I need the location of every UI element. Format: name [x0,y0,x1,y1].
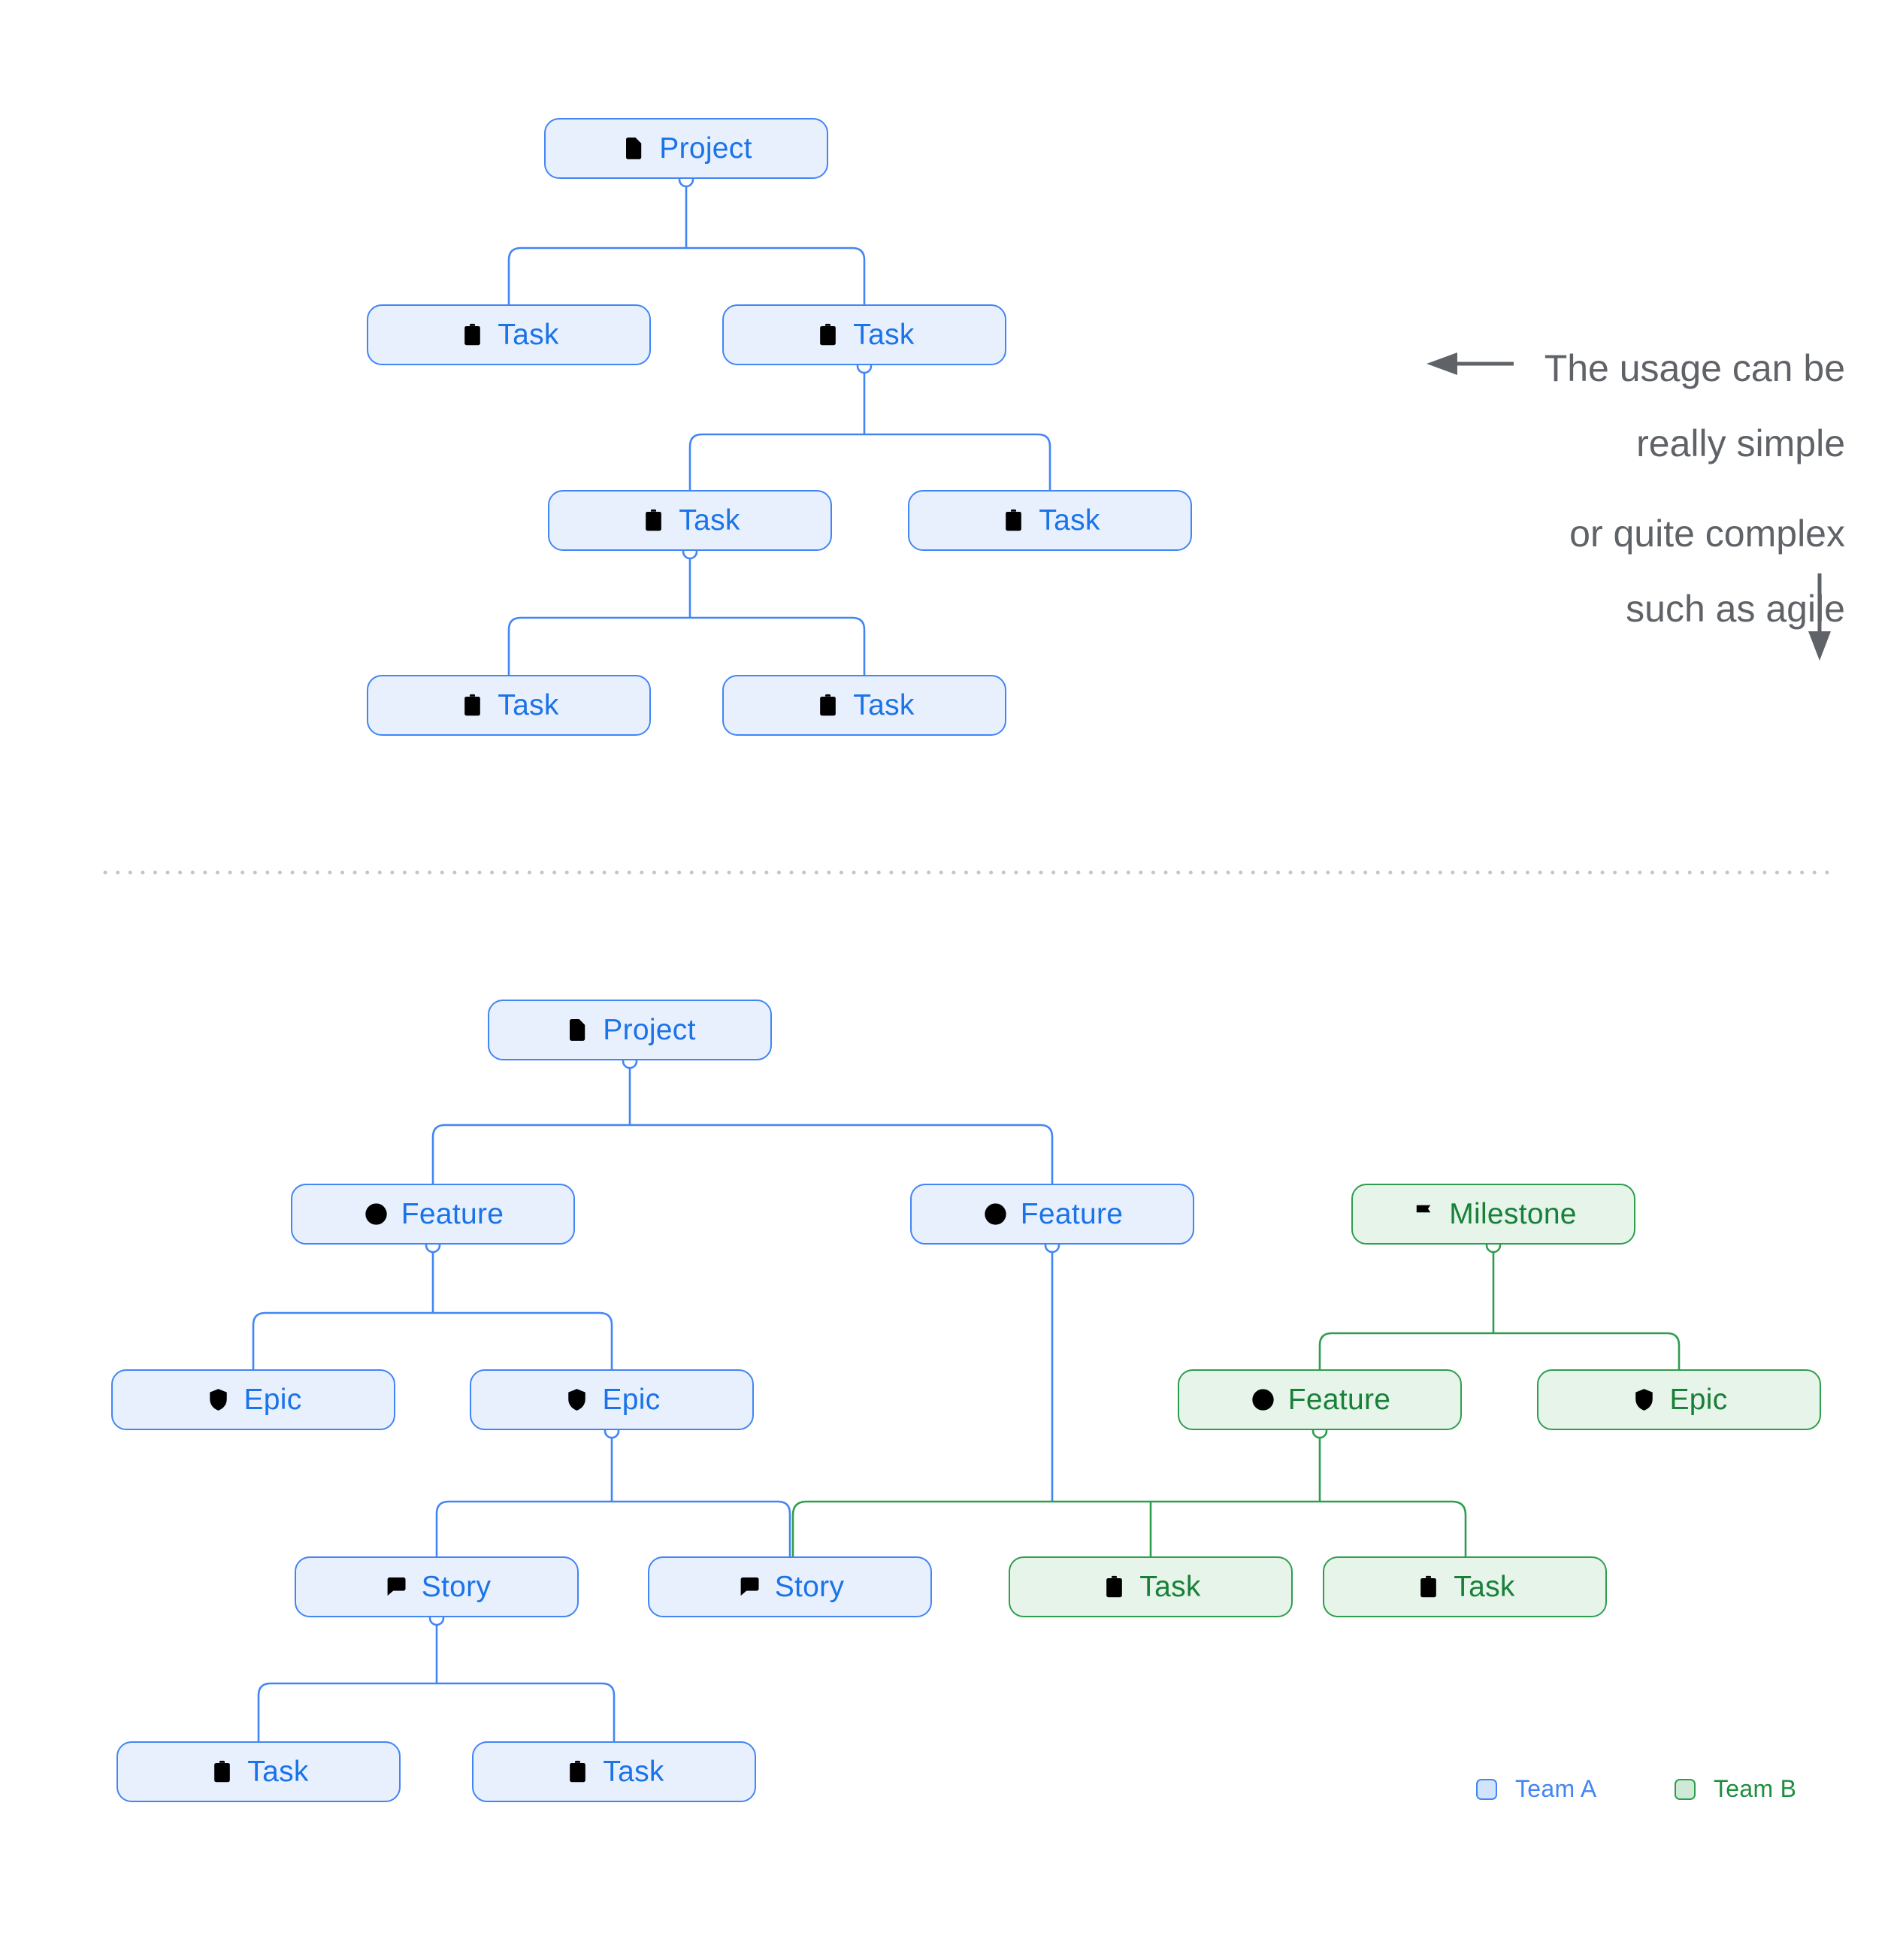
node-label: Task [603,1755,664,1788]
node-complex-feature-3: Feature [1178,1369,1462,1430]
legend-label-team-a: Team A [1515,1775,1597,1802]
connector-sproject-children [507,247,866,304]
node-simple-task-4: Task [908,490,1192,551]
legend-item-team-b: Team B [1675,1775,1796,1803]
connector-cstory1-children [257,1682,616,1741]
connector-cmilestone-children [1318,1332,1681,1369]
document-icon [620,135,648,162]
node-complex-task-g1: Task [1009,1556,1293,1617]
node-simple-task-5: Task [367,675,651,736]
node-complex-story-2: Story [648,1556,932,1617]
clipboard-check-icon [814,691,842,719]
team-b-swatch [1675,1778,1696,1800]
shield-check-icon [1630,1386,1658,1414]
node-simple-task-3: Task [548,490,832,551]
story-bubble-icon [383,1573,410,1601]
annotation-line: or quite complex [1569,513,1845,555]
legend-item-team-a: Team A [1476,1775,1597,1803]
node-label: Feature [1020,1197,1124,1230]
node-label: Story [774,1570,845,1603]
node-label: Project [603,1013,696,1046]
flag-icon [1410,1200,1438,1228]
annotation-line: such as agile [1626,588,1845,630]
team-a-swatch [1476,1778,1497,1800]
node-label: Task [1139,1570,1201,1603]
clipboard-check-icon [1414,1573,1442,1601]
story-bubble-icon [736,1573,764,1601]
node-label: Epic [602,1383,661,1416]
clipboard-check-icon [208,1758,236,1786]
node-label: Epic [244,1383,302,1416]
node-complex-task-b1: Task [116,1741,401,1802]
legend-label-team-b: Team B [1714,1775,1797,1802]
star-circle-icon [982,1200,1009,1228]
node-label: Task [853,688,915,721]
connector-cfeature3-children [791,1500,1467,1556]
node-label: Task [1039,504,1100,537]
shield-check-icon [204,1386,232,1414]
connector-cfeature1-children [252,1311,613,1369]
annotation-simple: The usage can be really simple [1544,331,1845,481]
node-label: Task [498,688,559,721]
node-complex-feature-2: Feature [910,1184,1194,1245]
clipboard-check-icon [458,321,486,349]
node-complex-feature-1: Feature [291,1184,575,1245]
node-complex-epic-2: Epic [470,1369,754,1430]
node-label: Project [659,132,752,165]
node-simple-task-1: Task [367,304,651,365]
node-complex-project: Project [488,1000,772,1060]
node-label: Task [679,504,740,537]
connector-cproject-children [431,1124,1054,1184]
node-complex-task-g2: Task [1323,1556,1607,1617]
node-complex-milestone: Milestone [1351,1184,1635,1245]
node-complex-task-b2: Task [472,1741,756,1802]
connector-stask3-children [507,616,866,675]
clipboard-check-icon [814,321,842,349]
star-circle-icon [1249,1386,1277,1414]
clipboard-check-icon [1100,1573,1128,1601]
node-complex-epic-1: Epic [111,1369,395,1430]
annotation-line: really simple [1636,422,1845,464]
node-label: Task [247,1755,309,1788]
node-label: Epic [1669,1383,1728,1416]
node-label: Milestone [1449,1197,1577,1230]
node-label: Story [421,1570,492,1603]
left-arrow-icon [1426,352,1514,375]
node-simple-task-2: Task [722,304,1006,365]
node-label: Task [1454,1570,1515,1603]
node-simple-project: Project [544,118,828,179]
node-complex-epic-3: Epic [1537,1369,1821,1430]
clipboard-check-icon [1000,507,1027,534]
document-icon [564,1016,591,1044]
node-label: Feature [401,1197,504,1230]
clipboard-check-icon [458,691,486,719]
connector-cepic2-children [435,1500,791,1556]
node-label: Feature [1287,1383,1391,1416]
shield-check-icon [563,1386,591,1414]
clipboard-check-icon [640,507,667,534]
annotation-line: The usage can be [1544,347,1845,389]
node-complex-story-1: Story [295,1556,579,1617]
clipboard-check-icon [564,1758,591,1786]
node-label: Task [498,318,559,351]
node-simple-task-6: Task [722,675,1006,736]
node-label: Task [853,318,915,351]
annotation-complex: or quite complex such as agile [1569,496,1845,646]
star-circle-icon [362,1200,390,1228]
connector-stask2-children [688,433,1051,490]
